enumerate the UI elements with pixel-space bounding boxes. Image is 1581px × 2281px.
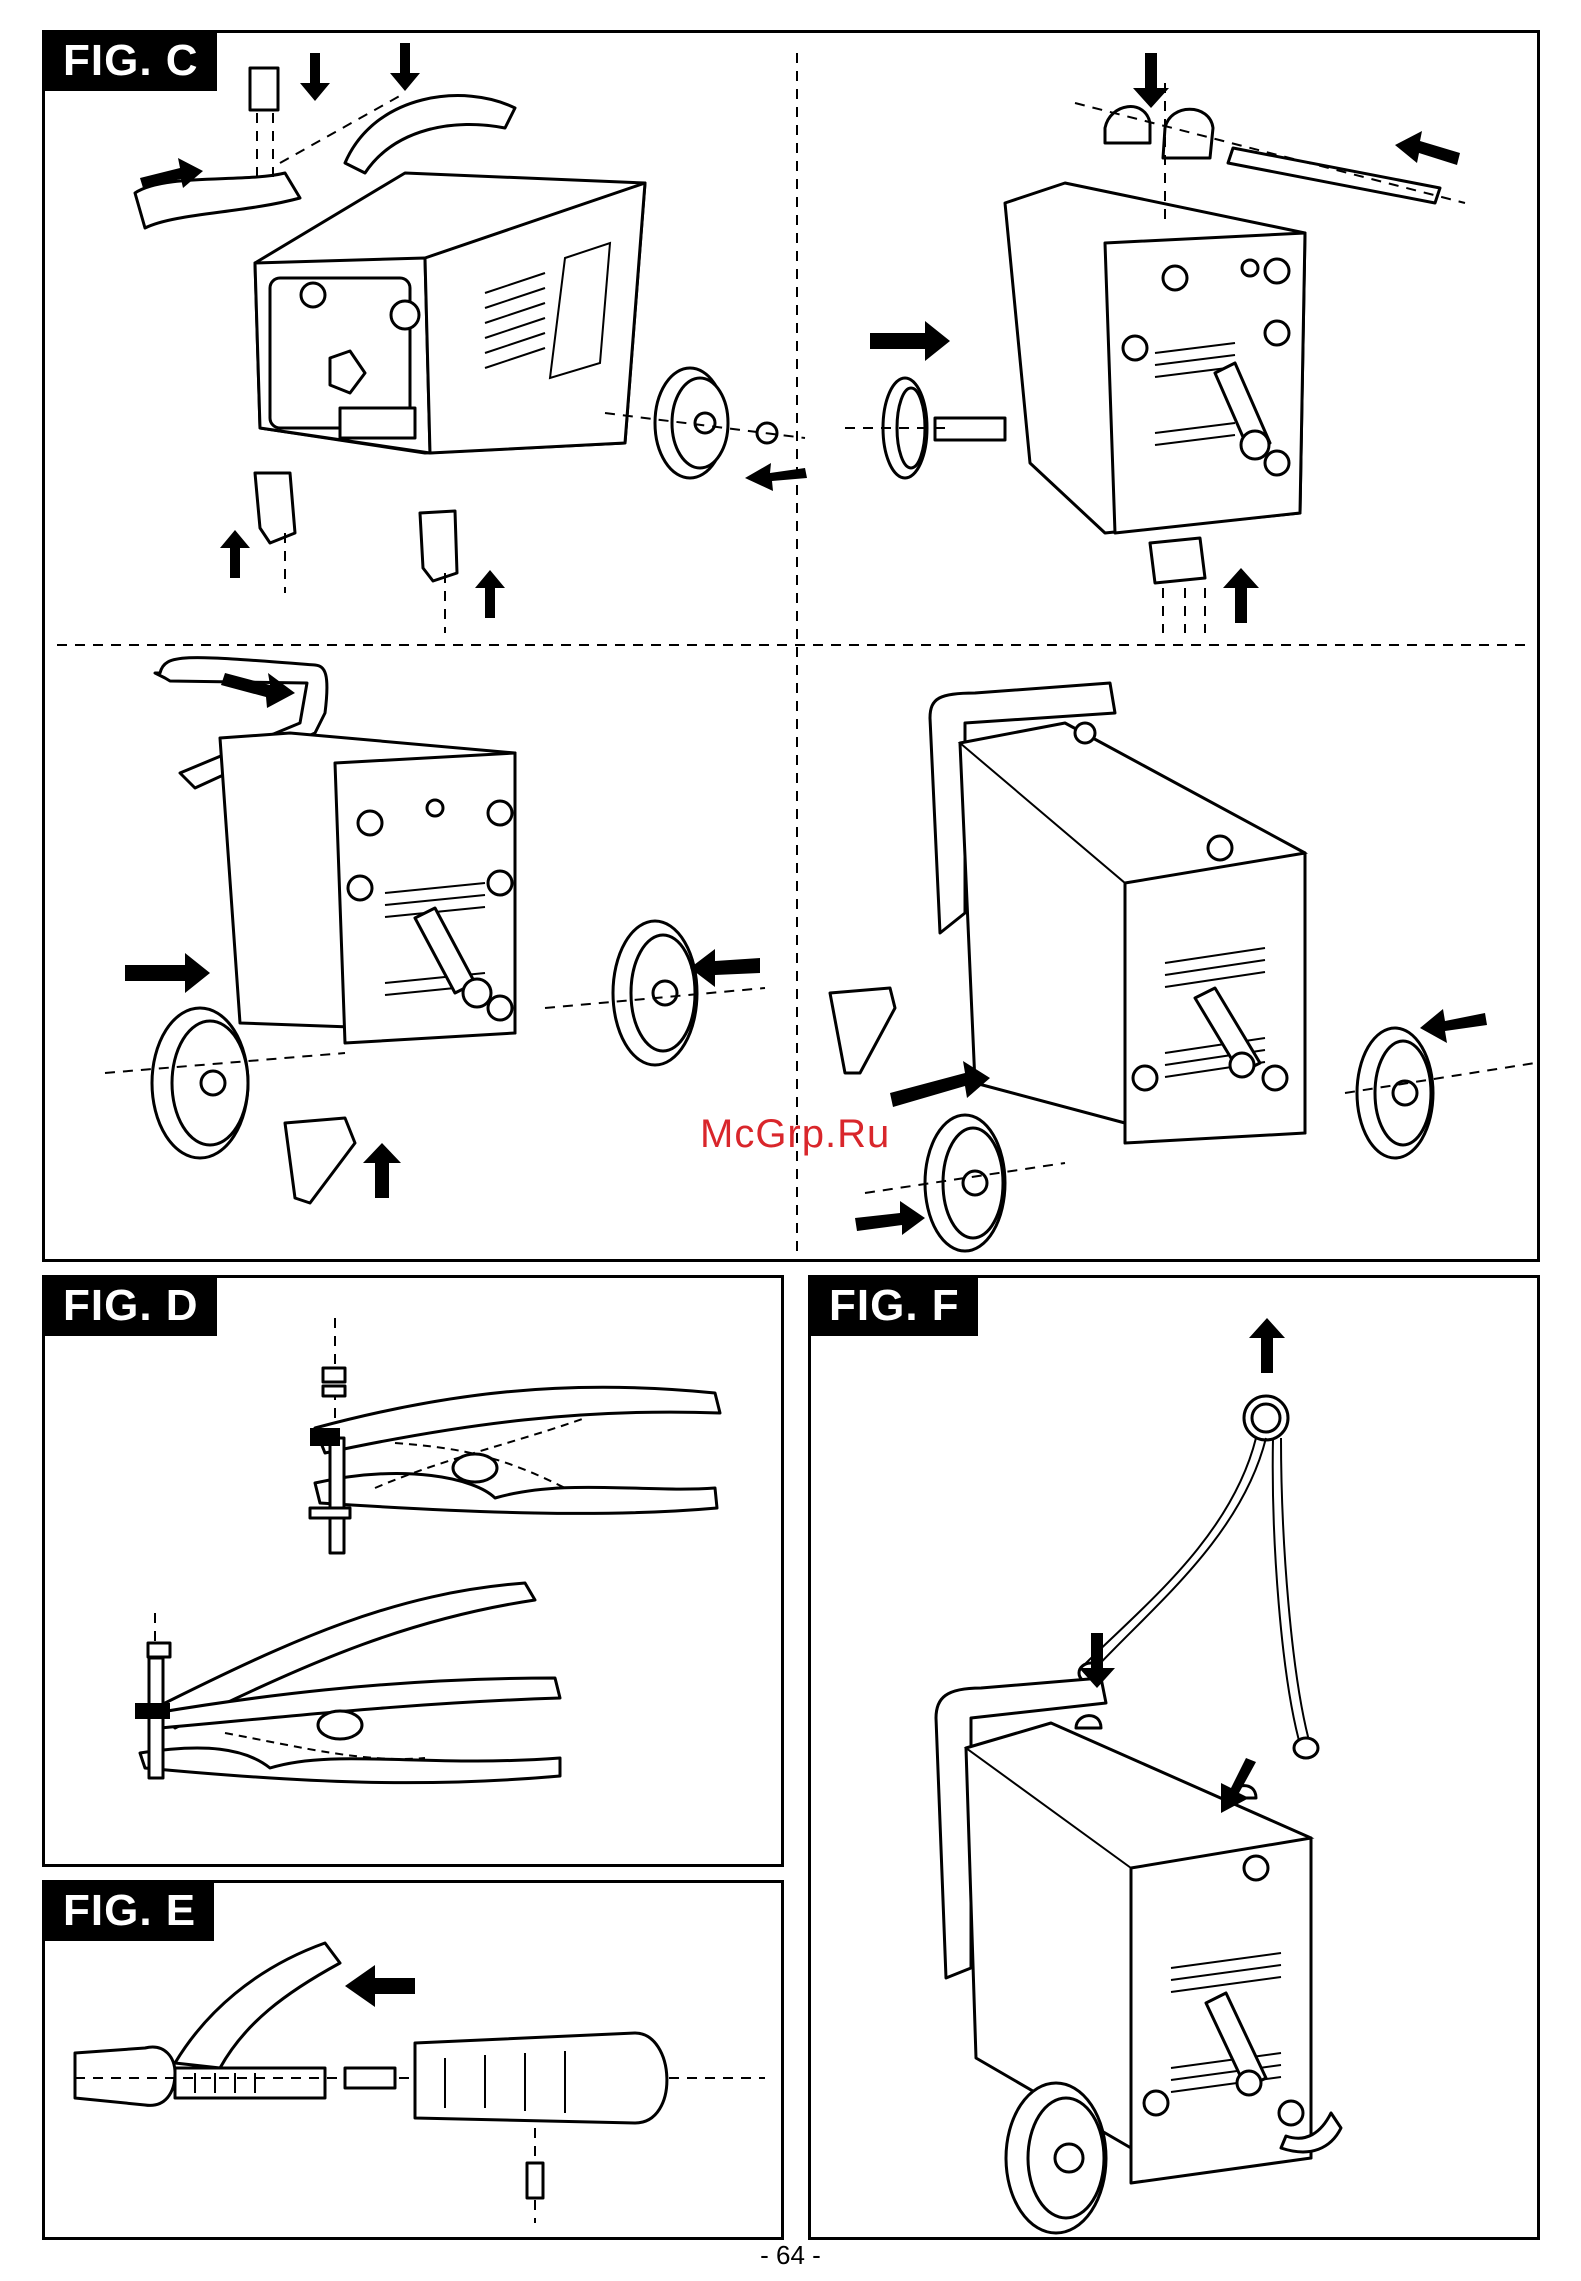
fig-e-drawing	[45, 1883, 787, 2243]
side-wheel	[845, 378, 1005, 478]
fig-f-panel: FIG. F	[808, 1275, 1540, 2240]
fig-d-drawing	[45, 1278, 787, 1870]
welder-lifting	[936, 1678, 1341, 2233]
arrow-icon	[345, 1965, 415, 2007]
welder-with-trolley	[155, 658, 515, 1043]
fig-f-drawing	[811, 1278, 1543, 2243]
welder-rear-view	[1005, 183, 1305, 533]
fig-c-drawing	[45, 33, 1543, 1265]
welder-front-view	[255, 173, 645, 453]
lifting-sling	[1079, 1396, 1318, 1758]
welder-assembled	[930, 683, 1305, 1143]
fig-e-panel: FIG. E	[42, 1880, 784, 2240]
fig-c-panel: FIG. C	[42, 30, 1540, 1262]
page-number: - 64 -	[0, 2240, 1581, 2271]
arrow-icon	[1079, 1318, 1285, 1813]
watermark: McGrp.Ru	[700, 1112, 890, 1157]
feet	[255, 473, 457, 633]
cable-connector	[345, 2033, 667, 2223]
rear-wheel	[605, 368, 805, 478]
earth-clamp-top	[310, 1318, 720, 1553]
bottom-plate	[1150, 538, 1205, 633]
fig-d-panel: FIG. D	[42, 1275, 784, 1867]
earth-clamp-bottom	[135, 1583, 560, 1783]
